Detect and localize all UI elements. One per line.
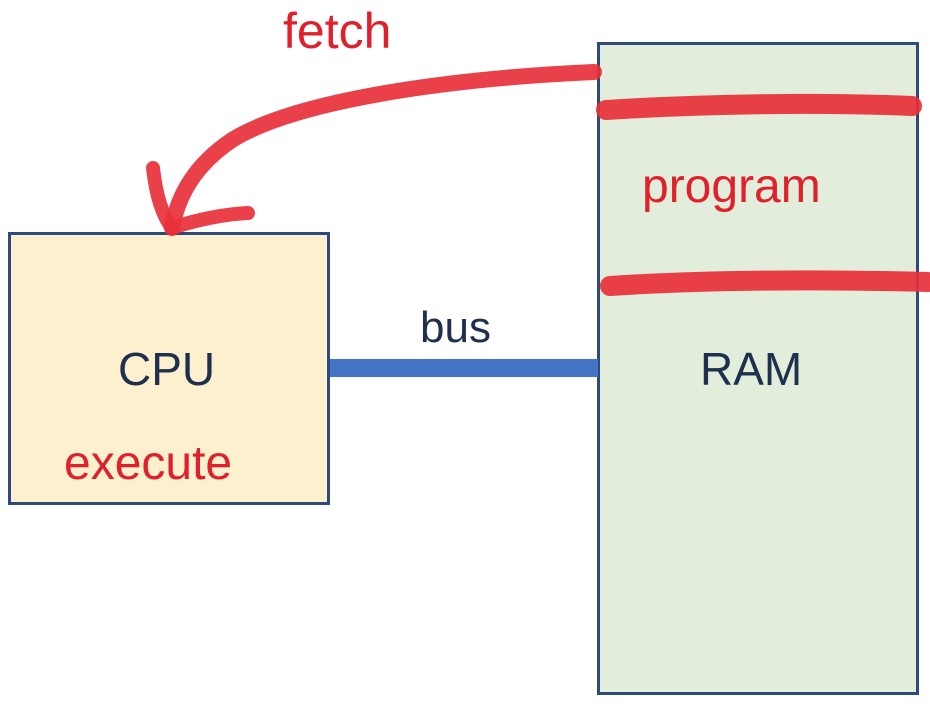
program-region-label: program — [642, 160, 821, 213]
fetch-arrow-head-right — [165, 206, 255, 235]
fetch-arrow-curve — [164, 64, 602, 236]
fetch-label: fetch — [283, 3, 392, 59]
cpu-box — [8, 232, 330, 505]
cpu-label: CPU — [118, 343, 216, 395]
program-region-bottom-stroke — [600, 270, 930, 296]
program-region-top-stroke — [596, 93, 922, 120]
ram-box — [597, 42, 919, 695]
bus-connector — [330, 359, 598, 377]
cpu-action-label: execute — [64, 437, 233, 490]
bus-label: bus — [420, 303, 491, 352]
fetch-arrow-head-left — [146, 161, 179, 235]
ram-label: RAM — [700, 343, 803, 395]
